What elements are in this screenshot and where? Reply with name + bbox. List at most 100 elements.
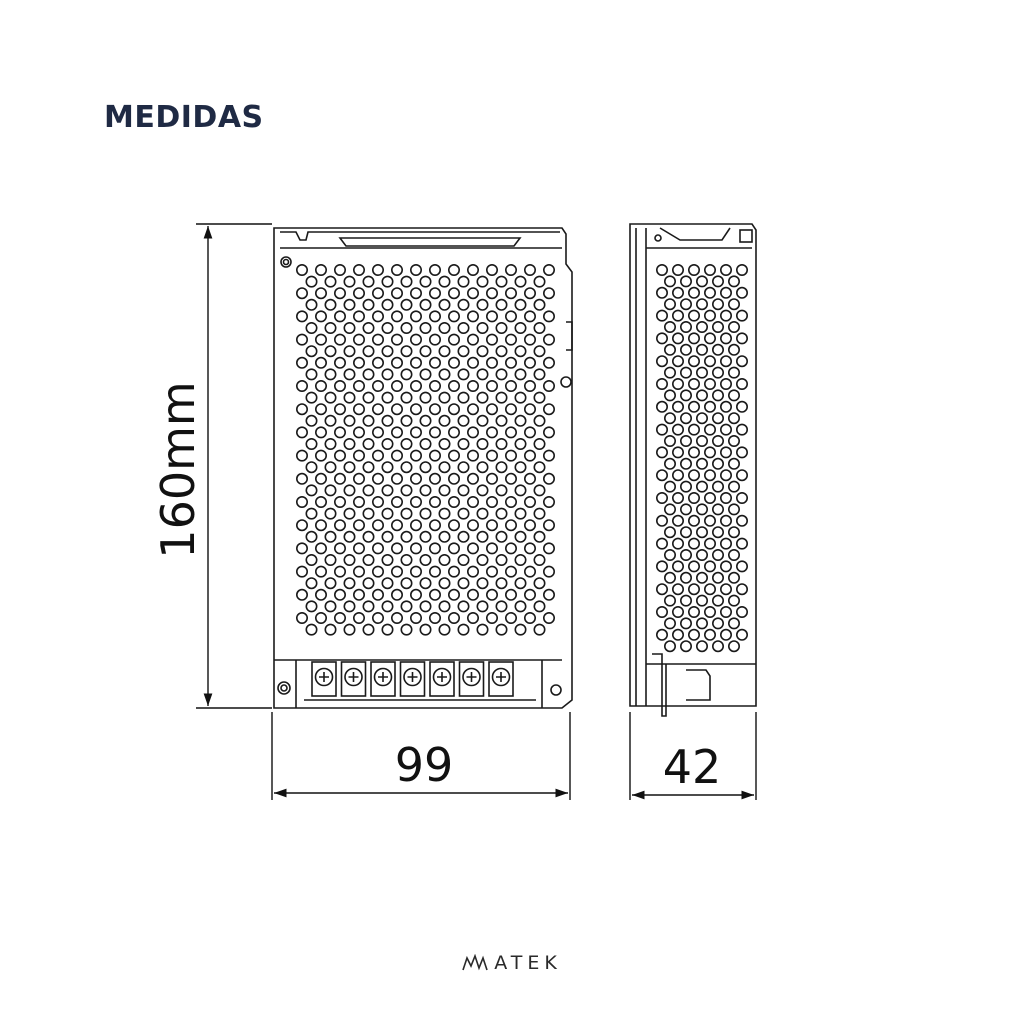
vent-hole [314,356,327,369]
vent-hole [352,333,365,346]
width-dimension-label: 99 [395,738,454,792]
vent-hole [381,553,394,566]
vent-hole [495,414,508,427]
vent-hole [333,379,346,392]
vent-hole [305,321,318,334]
vent-hole [485,379,498,392]
vent-hole [447,519,460,532]
vent-hole [495,577,508,590]
vent-hole [655,469,668,482]
vent-hole [419,275,432,288]
vent-hole [711,366,724,379]
vent-hole [671,263,684,276]
vent-hole [333,472,346,485]
vent-hole [476,600,489,613]
vent-hole [514,553,527,566]
vent-hole [428,287,441,300]
vent-hole [438,345,451,358]
vent-hole [727,457,740,470]
vent-hole [679,366,692,379]
vent-hole [703,537,716,550]
vent-hole [687,446,700,459]
vent-hole [533,321,546,334]
vent-hole [466,403,479,416]
vent-hole [371,333,384,346]
vent-hole [457,461,470,474]
vent-hole [409,263,422,276]
vent-hole [687,628,700,641]
vent-hole [523,449,536,462]
vent-hole [711,457,724,470]
vent-hole [438,414,451,427]
vent-hole [687,605,700,618]
vent-hole [711,298,724,311]
vent-hole [476,275,489,288]
vent-hole [400,437,413,450]
vent-hole [523,333,536,346]
vent-hole [476,345,489,358]
vent-hole [695,594,708,607]
vent-hole [324,437,337,450]
vent-hole [495,623,508,636]
vent-hole [495,275,508,288]
vent-hole [514,577,527,590]
vent-hole [679,275,692,288]
vent-hole [333,611,346,624]
vent-hole [663,526,676,539]
vent-hole [343,437,356,450]
vent-hole [679,343,692,356]
vent-hole [655,491,668,504]
vent-hole [362,577,375,590]
vent-hole [400,298,413,311]
vent-hole [719,491,732,504]
vent-hole [727,594,740,607]
terminal-slot [340,661,367,697]
vent-hole [409,519,422,532]
vent-hole [295,310,308,323]
screw-cross [407,672,418,682]
vent-hole [324,345,337,358]
vent-hole [295,542,308,555]
logo-m-mark [462,954,488,971]
vent-hole [533,530,546,543]
vent-hole [476,368,489,381]
vent-hole [711,548,724,561]
vent-hole [333,356,346,369]
vent-hole [371,565,384,578]
vent-hole [703,514,716,527]
vent-hole [719,514,732,527]
vent-hole [485,310,498,323]
vent-hole [419,414,432,427]
vent-hole [485,472,498,485]
vent-hole [671,469,684,482]
vent-hole [679,617,692,630]
vent-hole [447,356,460,369]
vent-hole [333,310,346,323]
vent-hole [703,286,716,299]
vent-hole [352,379,365,392]
vent-hole [514,345,527,358]
vent-hole [447,403,460,416]
vent-hole [419,345,432,358]
vent-hole [466,426,479,439]
vent-hole [419,600,432,613]
vent-hole [457,368,470,381]
vent-hole [655,583,668,596]
vent-hole [719,605,732,618]
vent-hole [533,553,546,566]
vent-hole [679,571,692,584]
vent-hole [438,507,451,520]
vent-hole [295,426,308,439]
vent-hole [495,321,508,334]
vent-hole [400,275,413,288]
vent-hole [419,391,432,404]
vent-hole [419,484,432,497]
vent-hole [381,414,394,427]
vent-hole [362,321,375,334]
vent-hole [719,469,732,482]
vent-hole [663,503,676,516]
vent-hole [663,389,676,402]
vent-hole [400,530,413,543]
vent-hole [727,275,740,288]
vent-hole [485,519,498,532]
